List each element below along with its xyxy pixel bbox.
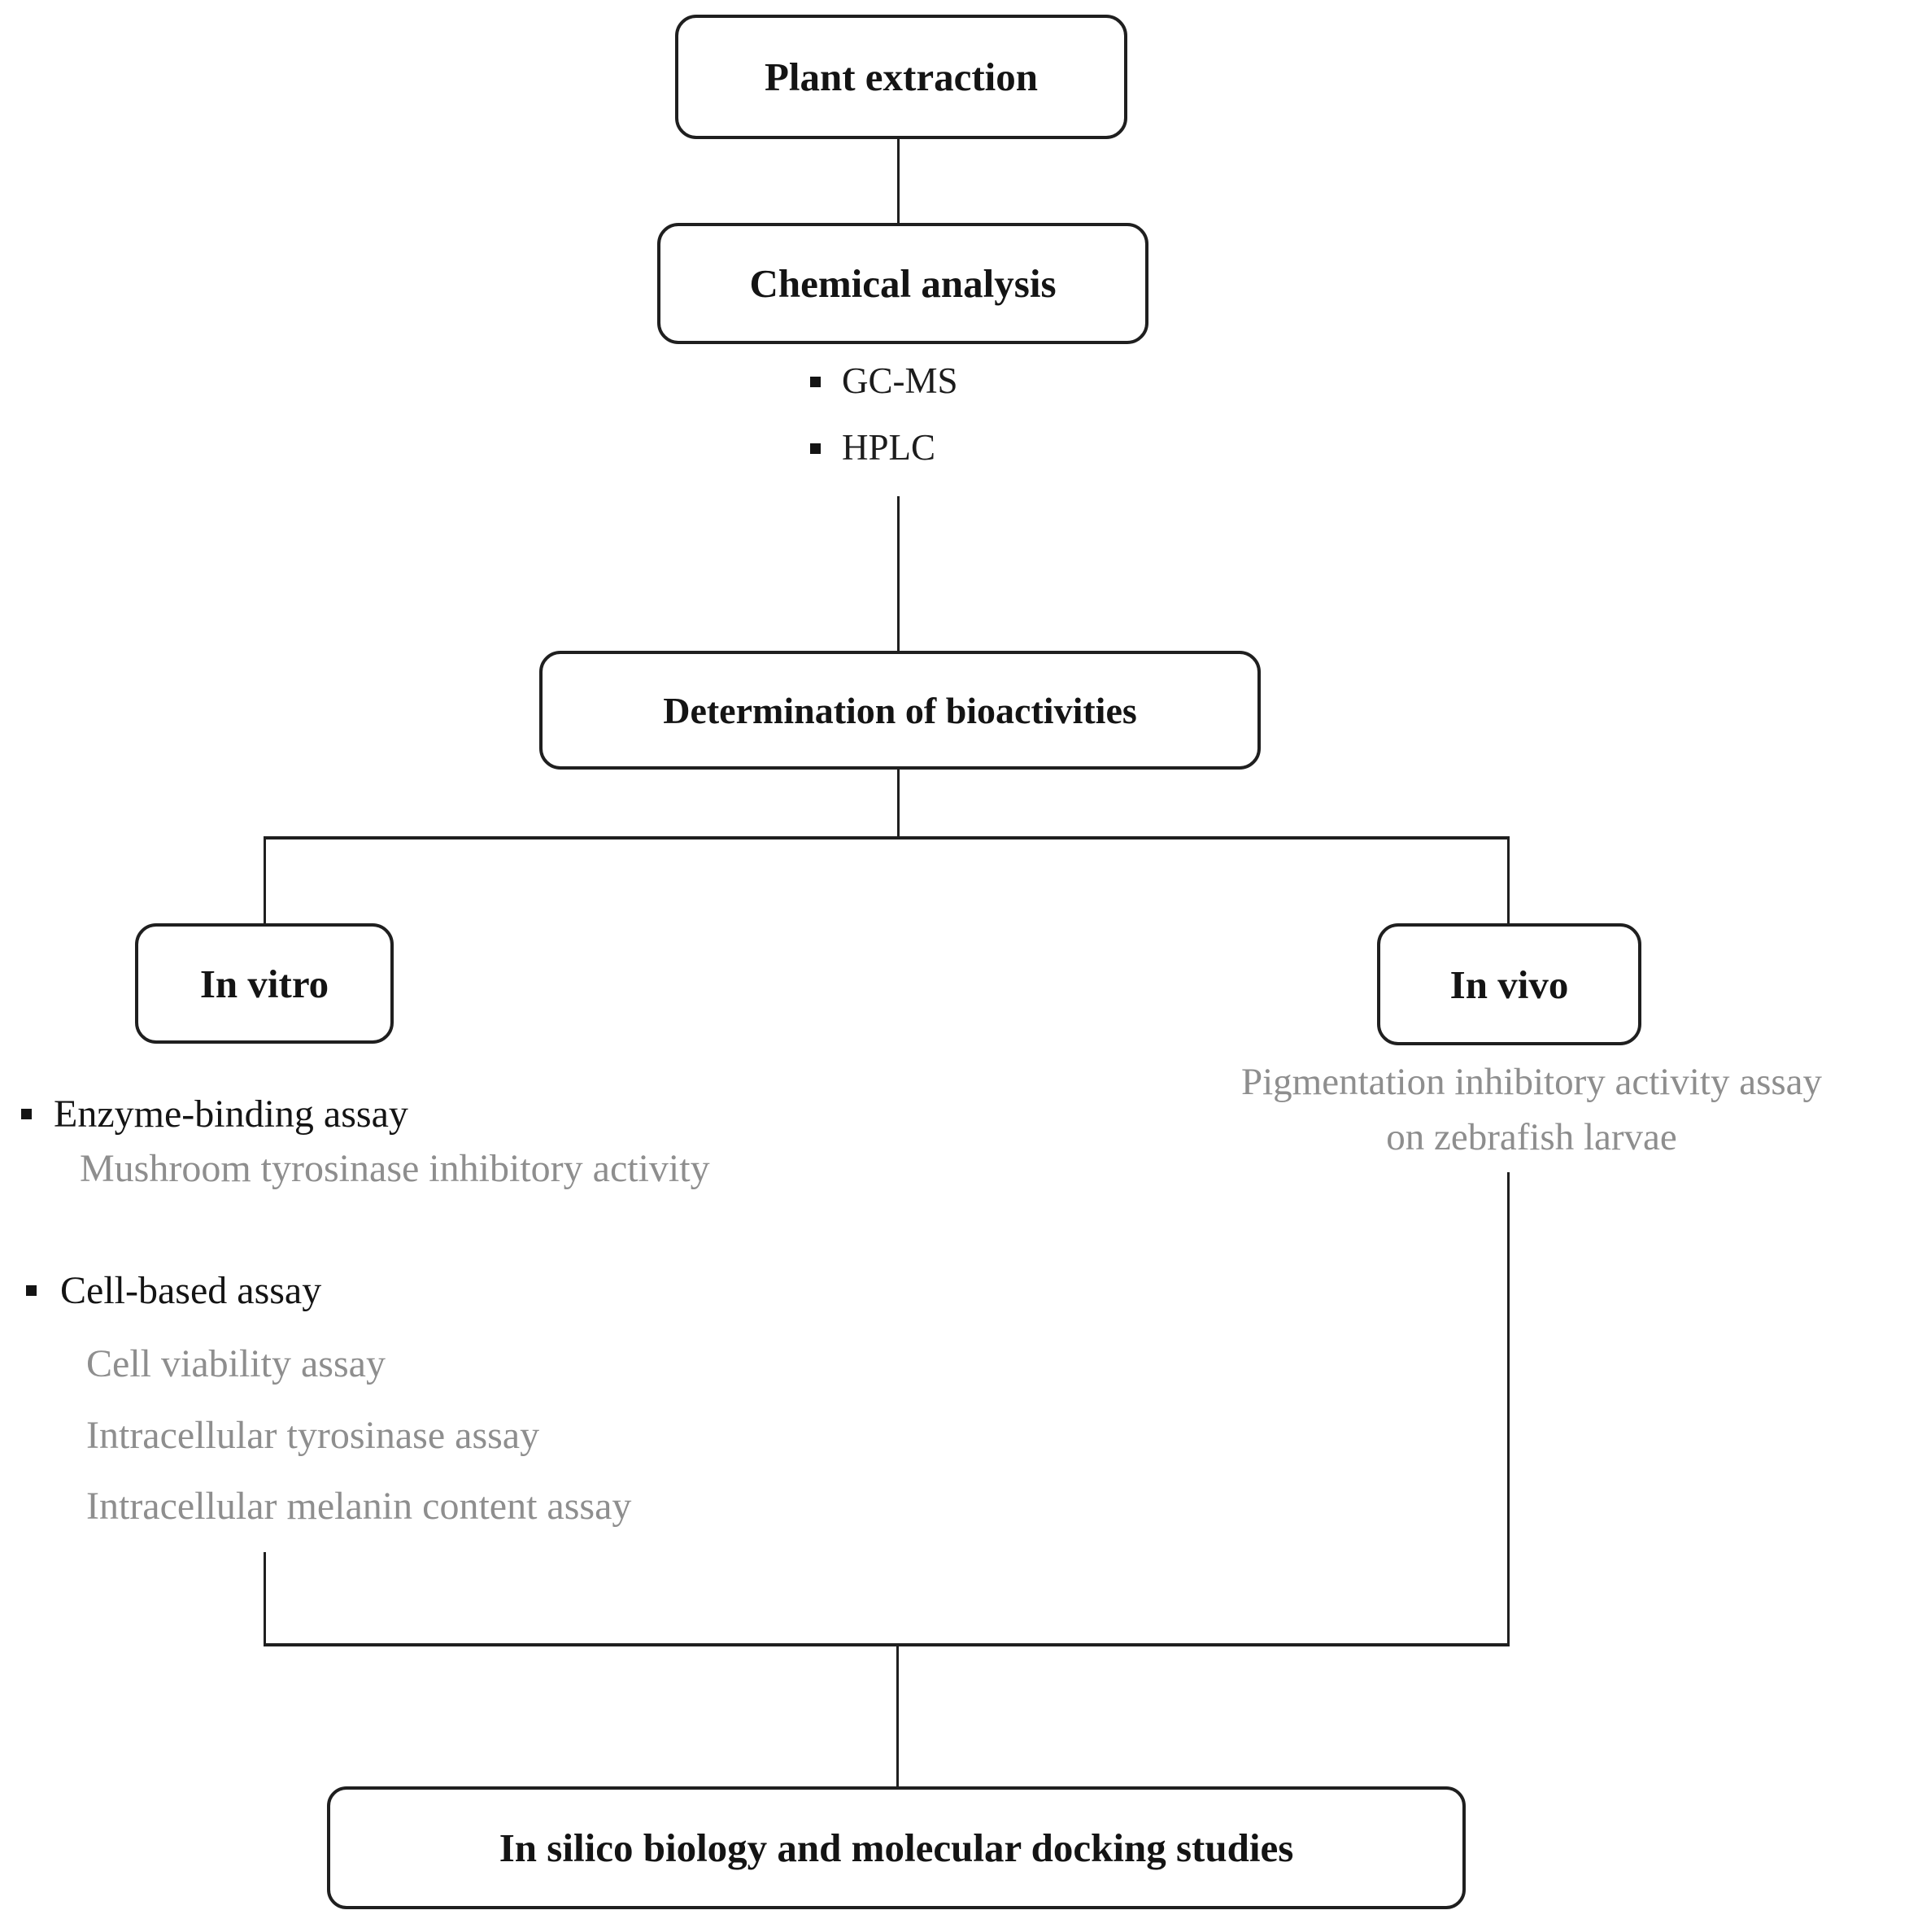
node-in-vivo: In vivo <box>1377 923 1641 1045</box>
node-plant-extraction-label: Plant extraction <box>764 55 1039 99</box>
node-in-silico-label: In silico biology and molecular docking … <box>499 1825 1294 1870</box>
invitro-item-cell-based-assay: Cell-based assay <box>60 1269 322 1312</box>
invitro-subitem-cell-viability: Cell viability assay <box>86 1342 386 1385</box>
connector-chemical-to-determination <box>897 496 900 652</box>
invivo-note-line1: Pigmentation inhibitory activity assay <box>1240 1061 1823 1103</box>
connector-invivo-bottom <box>1507 1172 1510 1646</box>
bullet-square-icon <box>21 1109 32 1119</box>
node-in-vitro: In vitro <box>135 923 394 1044</box>
bullet-square-icon <box>810 377 821 387</box>
bullet-square-icon <box>810 443 821 454</box>
invivo-note: Pigmentation inhibitory activity assay o… <box>1149 1054 1914 1165</box>
bullet-square-icon <box>26 1285 37 1296</box>
node-chemical-analysis-label: Chemical analysis <box>749 261 1057 306</box>
invivo-note-line2: on zebrafish larvae <box>1386 1116 1677 1158</box>
connector-determination-stub <box>897 768 900 840</box>
connector-to-insilico <box>896 1643 899 1788</box>
connector-invitro-bottom <box>264 1552 266 1646</box>
connector-invitro-drop <box>264 836 266 926</box>
method-item-gcms: GC-MS <box>842 360 958 401</box>
node-in-vitro-label: In vitro <box>199 961 329 1006</box>
invitro-subitem-mushroom-tyrosinase: Mushroom tyrosinase inhibitory activity <box>80 1147 710 1190</box>
connector-plant-to-chemical <box>897 137 900 225</box>
node-determination-label: Determination of bioactivities <box>663 689 1137 731</box>
invitro-item-enzyme-binding-assay: Enzyme-binding assay <box>54 1092 408 1136</box>
node-in-silico: In silico biology and molecular docking … <box>327 1786 1466 1909</box>
invitro-subitem-intracellular-tyrosinase: Intracellular tyrosinase assay <box>86 1414 540 1457</box>
node-in-vivo-label: In vivo <box>1449 962 1569 1007</box>
node-chemical-analysis: Chemical analysis <box>657 223 1148 344</box>
branch-horizontal-bottom <box>264 1643 1510 1646</box>
node-determination-of-bioactivities: Determination of bioactivities <box>539 651 1261 770</box>
method-item-hplc: HPLC <box>842 427 936 468</box>
node-plant-extraction: Plant extraction <box>675 15 1127 139</box>
branch-horizontal-top <box>264 836 1510 840</box>
invitro-subitem-intracellular-melanin: Intracellular melanin content assay <box>86 1485 632 1528</box>
connector-invivo-drop <box>1507 836 1510 926</box>
